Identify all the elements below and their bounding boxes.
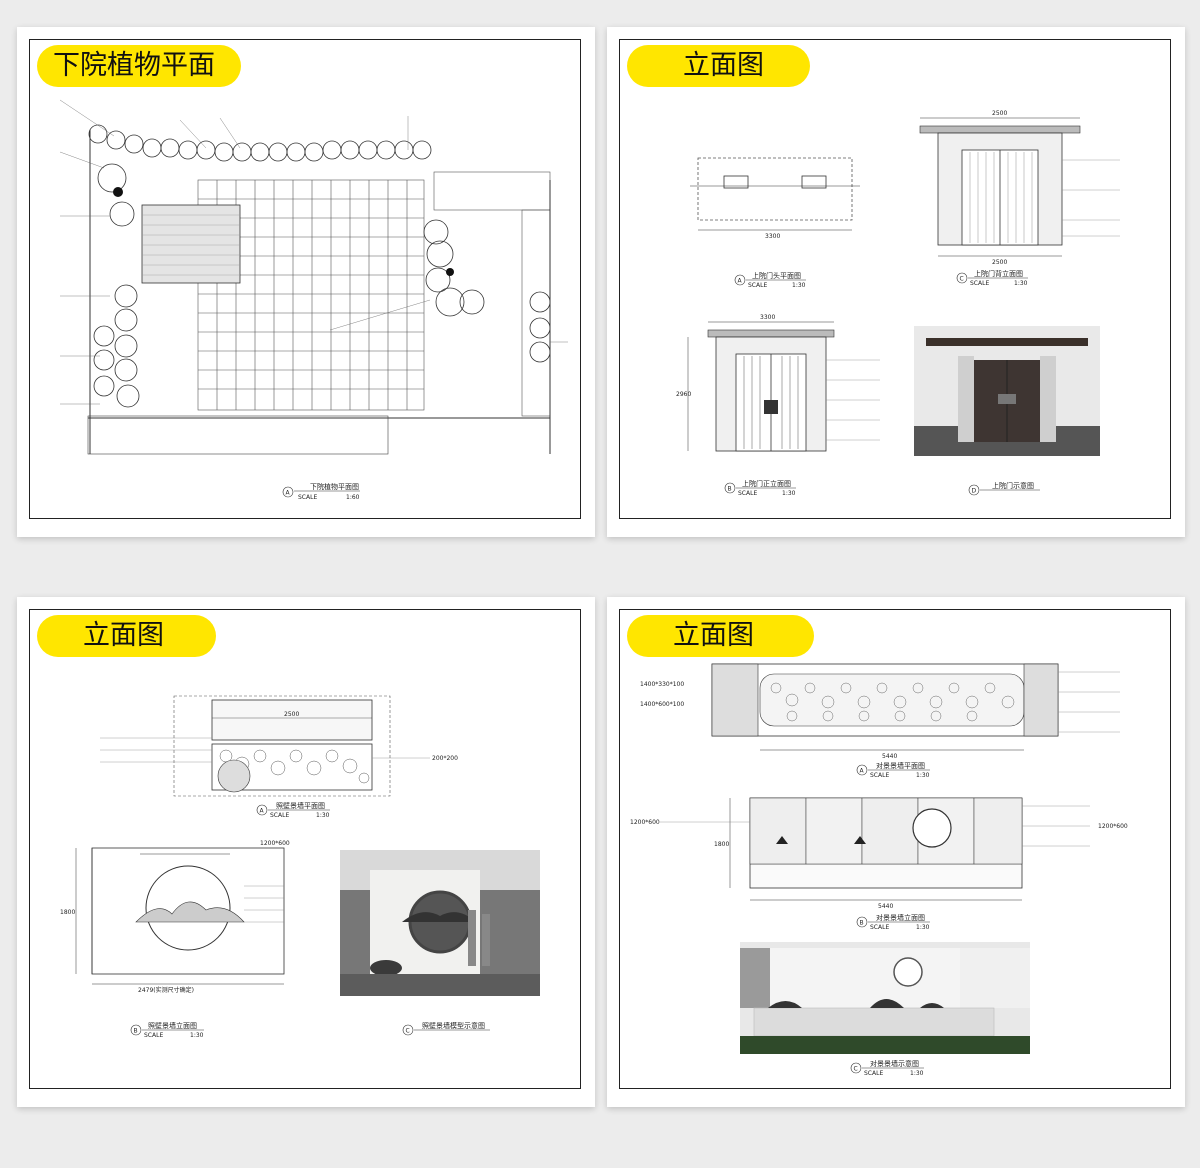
drawing-frame: 3300 A 上院门头平面图 SCALE 1:30 (619, 39, 1171, 519)
caption-title: 对景景墙示意图 (870, 1059, 919, 1068)
caption-title: 照壁景墙平面图 (276, 801, 325, 810)
tree-row-top (88, 124, 432, 162)
caption-title: 照壁景墙模型示意图 (422, 1021, 485, 1030)
caption-letter: B (860, 920, 864, 927)
tree-column-left (93, 163, 140, 408)
caption-title: 上院门正立面图 (742, 479, 791, 488)
drawing-caption-a: A 下院植物平面图 SCALE 1:60 (282, 482, 360, 501)
panel-title: 立面图 (673, 620, 754, 651)
gate-head-plan: 3300 A 上院门头平面图 SCALE 1:30 (690, 157, 860, 289)
dim-elev-height: 1800 (714, 841, 729, 848)
caption-scale-label: SCALE (144, 1032, 163, 1039)
caption-letter: C (406, 1028, 410, 1035)
panel-gate-elevations: 立面图 3300 A 上院门头平面图 SCALE 1:30 (607, 27, 1185, 537)
caption-title: 下院植物平面图 (310, 482, 359, 491)
dim-panel-size: 1200*600 (260, 840, 290, 847)
screen-wall-drawing: 2500 200*200 A 照壁景墙平面图 SCALE 1:30 (60, 695, 540, 1039)
dim-tile-size: 200*200 (432, 755, 458, 762)
screen-wall-render-image: C 照壁景墙模型示意图 (340, 850, 540, 1036)
dim-base-stone: 1400*600*100 (640, 701, 684, 708)
dim-elev-panel-left: 1200*600 (630, 819, 660, 826)
facing-wall-elevation: 1800 5440 1200*600 1200*600 B 对景景墙立面图 SC… (630, 797, 1128, 931)
caption-scale-value: 1:60 (346, 494, 360, 501)
step-block (87, 415, 389, 455)
panel-title: 下院植物平面 (53, 50, 215, 81)
caption-scale-label: SCALE (870, 924, 889, 931)
caption-letter: A (260, 808, 265, 815)
dim-wall-length: 2500 (284, 711, 299, 718)
dim-plan-length: 5440 (882, 753, 897, 760)
caption-title: 对景景墙立面图 (876, 913, 925, 922)
feature-tree (113, 187, 123, 197)
dim-head-width: 3300 (765, 233, 780, 240)
caption-title: 上院门头平面图 (752, 271, 801, 280)
planting-bed (141, 204, 241, 284)
panel-title-badge: 下院植物平面 (37, 45, 241, 87)
caption-letter: C (960, 276, 964, 283)
caption-scale-value: 1:30 (782, 490, 796, 497)
caption-letter: A (738, 278, 743, 285)
dim-front-height: 2960 (676, 391, 691, 398)
panel-title: 立面图 (683, 50, 764, 81)
caption-scale-value: 1:30 (316, 812, 330, 819)
dim-cap-stone: 1400*330*100 (640, 681, 684, 688)
gate-back-elevation: 2500 2500 C 上院门背立面图 SCALE 1:30 (919, 110, 1120, 287)
caption-scale-value: 1:30 (1014, 280, 1028, 287)
panel-title-badge: 立面图 (627, 45, 810, 87)
screen-wall-plan: 2500 200*200 A 照壁景墙平面图 SCALE 1:30 (100, 695, 458, 819)
caption-letter: B (134, 1028, 138, 1035)
caption-letter: A (286, 490, 291, 497)
feature-tree-right (446, 268, 454, 276)
caption-scale-label: SCALE (870, 772, 889, 779)
caption-scale-value: 1:30 (910, 1070, 924, 1077)
panel-planting-plan: 下院植物平面 (17, 27, 595, 537)
gate-render-image: D 上院门示意图 (914, 326, 1100, 496)
panel-screen-wall: 立面图 2500 200*200 (17, 597, 595, 1107)
gate-front-elevation: 3300 2960 B 上院门正立面图 SCALE 1:30 (676, 314, 880, 497)
dim-gate-base: 2500 (992, 259, 1007, 266)
annex-structure (433, 171, 551, 211)
leader-lines (59, 99, 568, 405)
caption-scale-label: SCALE (970, 280, 989, 287)
caption-scale-label: SCALE (270, 812, 289, 819)
caption-letter: D (972, 488, 977, 495)
caption-title: 上院门背立面图 (974, 269, 1023, 278)
dim-wall-height: 1800 (60, 909, 75, 916)
caption-scale-label: SCALE (864, 1070, 883, 1077)
caption-letter: C (854, 1066, 858, 1073)
facing-wall-plan: 1400*330*100 1400*600*100 5440 A 对景景墙平面图… (640, 663, 1120, 779)
caption-scale-value: 1:30 (792, 282, 806, 289)
caption-scale-value: 1:30 (916, 924, 930, 931)
panel-title-badge: 立面图 (627, 615, 814, 657)
drawing-frame: A 下院植物平面图 SCALE 1:60 (29, 39, 581, 519)
tree-cluster-right (423, 219, 551, 363)
caption-title: 照壁景墙立面图 (148, 1021, 197, 1030)
dim-site-length: 2479(实测尺寸确定) (138, 986, 194, 994)
caption-letter: B (728, 486, 732, 493)
gate-elevations-drawing: 3300 A 上院门头平面图 SCALE 1:30 (676, 110, 1120, 497)
panel-title: 立面图 (83, 620, 164, 651)
caption-title: 上院门示意图 (992, 481, 1034, 490)
planting-bed-hatch (142, 214, 240, 276)
caption-title: 对景景墙平面图 (876, 761, 925, 770)
panel-facing-wall: 立面图 1400*330*100 1400*600*100 (607, 597, 1185, 1107)
drawing-frame: 2500 200*200 A 照壁景墙平面图 SCALE 1:30 (29, 609, 581, 1089)
caption-scale-label: SCALE (738, 490, 757, 497)
caption-scale-value: 1:30 (916, 772, 930, 779)
planting-plan-drawing: A 下院植物平面图 SCALE 1:60 (59, 99, 568, 501)
caption-letter: A (860, 768, 865, 775)
facing-wall-render-image: C 对景景墙示意图 SCALE 1:30 (740, 942, 1030, 1077)
screen-wall-elevation: 1200*600 1800 2479(实测尺寸确定) B 照壁景墙立面图 SCA… (60, 840, 290, 1039)
dim-front-width: 3300 (760, 314, 775, 321)
caption-scale-label: SCALE (298, 494, 317, 501)
drawing-frame: 1400*330*100 1400*600*100 5440 A 对景景墙平面图… (619, 609, 1171, 1089)
dim-gate-width: 2500 (992, 110, 1007, 117)
panel-title-badge: 立面图 (37, 615, 216, 657)
dim-elev-length: 5440 (878, 903, 893, 910)
caption-scale-value: 1:30 (190, 1032, 204, 1039)
facing-wall-drawing: 1400*330*100 1400*600*100 5440 A 对景景墙平面图… (630, 663, 1128, 1077)
dim-elev-panel-right: 1200*600 (1098, 823, 1128, 830)
caption-scale-label: SCALE (748, 282, 767, 289)
side-path (521, 209, 551, 417)
